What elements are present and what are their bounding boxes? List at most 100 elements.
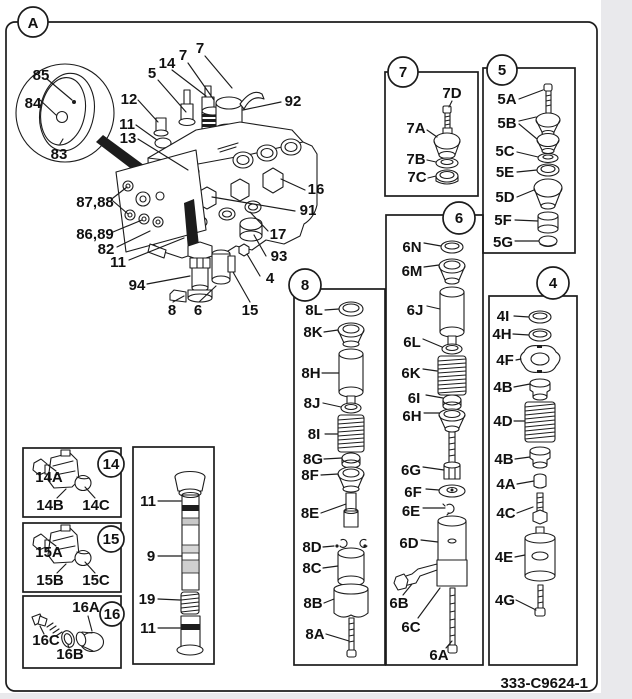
label-16B: 16B bbox=[56, 646, 84, 663]
label-7D: 7D bbox=[442, 85, 461, 102]
label-6B: 6B bbox=[389, 595, 408, 612]
end-cover-82 bbox=[115, 149, 207, 259]
label-8F: 8F bbox=[301, 467, 319, 484]
drawing-number: 333-C9624-1 bbox=[500, 675, 588, 692]
label-4A: 4A bbox=[496, 476, 515, 493]
sheet-label-text: A bbox=[28, 15, 39, 32]
label-15B: 15B bbox=[36, 572, 64, 589]
label-11-bottom: 11 bbox=[140, 620, 156, 637]
label-6G: 6G bbox=[401, 462, 421, 479]
label-5C: 5C bbox=[495, 143, 514, 160]
callout-86-89: 86,89 bbox=[76, 226, 114, 243]
detail-box-6: 6 6N bbox=[385, 201, 484, 666]
label-15A: 15A bbox=[35, 544, 63, 561]
label-8L: 8L bbox=[305, 302, 323, 319]
label-6A: 6A bbox=[429, 647, 448, 664]
callout-11a: 11 bbox=[119, 116, 135, 133]
callout-8: 8 bbox=[168, 302, 176, 319]
label-8G: 8G bbox=[303, 451, 323, 468]
callout-15: 15 bbox=[242, 302, 259, 319]
box4-ref: 4 bbox=[549, 275, 558, 292]
callout-13: 13 bbox=[120, 130, 137, 147]
detail-box-5: 5 5A 5B 5C 5E 5D 5F 5G bbox=[482, 54, 576, 254]
detail-box-15: 15 15A 15B 15C bbox=[22, 522, 125, 593]
main-leader-lines bbox=[112, 55, 306, 303]
callout-94: 94 bbox=[129, 277, 146, 294]
label-16C: 16C bbox=[32, 632, 60, 649]
label-8H: 8H bbox=[301, 365, 320, 382]
label-15C: 15C bbox=[82, 572, 110, 589]
label-19: 19 bbox=[139, 591, 156, 608]
callout-85: 85 bbox=[33, 67, 50, 84]
detail-box-spool: 11 9 19 11 bbox=[132, 446, 215, 665]
label-11-top: 11 bbox=[140, 493, 156, 510]
callout-92: 92 bbox=[285, 93, 302, 110]
label-4I: 4I bbox=[497, 308, 510, 325]
callout-84: 84 bbox=[25, 95, 42, 112]
label-4C: 4C bbox=[496, 505, 515, 522]
box14-ref: 14 bbox=[103, 456, 120, 473]
label-4B-2: 4B bbox=[494, 451, 513, 468]
callout-83: 83 bbox=[51, 146, 68, 163]
label-6J: 6J bbox=[407, 302, 424, 319]
callout-91: 91 bbox=[300, 202, 317, 219]
disc-hole bbox=[55, 110, 69, 124]
label-8K: 8K bbox=[303, 324, 322, 341]
label-5E: 5E bbox=[496, 164, 514, 181]
detail-box-8: 8 8L 8K 8H bbox=[288, 268, 386, 666]
label-5B: 5B bbox=[497, 115, 516, 132]
callout-5: 5 bbox=[148, 65, 156, 82]
callout-17: 17 bbox=[270, 226, 287, 243]
drawing-frame bbox=[5, 21, 598, 692]
label-6C: 6C bbox=[401, 619, 420, 636]
box6-ref: 6 bbox=[455, 210, 463, 227]
label-6H: 6H bbox=[402, 408, 421, 425]
box15-ref: 15 bbox=[103, 531, 120, 548]
label-16A: 16A bbox=[72, 599, 100, 616]
label-6K: 6K bbox=[401, 365, 420, 382]
label-4F: 4F bbox=[496, 352, 514, 369]
label-8I: 8I bbox=[308, 426, 321, 443]
label-6L: 6L bbox=[403, 334, 421, 351]
callout-11b: 11 bbox=[110, 254, 126, 271]
label-14A: 14A bbox=[35, 469, 63, 486]
spring-16 bbox=[46, 622, 63, 637]
label-4E: 4E bbox=[495, 549, 513, 566]
label-6N: 6N bbox=[402, 239, 421, 256]
callout-82: 82 bbox=[98, 241, 115, 258]
label-14C: 14C bbox=[82, 497, 110, 514]
callout-12: 12 bbox=[121, 91, 138, 108]
label-6E: 6E bbox=[402, 503, 420, 520]
lobed-plate-4F bbox=[519, 345, 561, 373]
label-4D: 4D bbox=[493, 413, 512, 430]
label-5A: 5A bbox=[497, 91, 516, 108]
label-7C: 7C bbox=[407, 169, 426, 186]
callout-7b: 7 bbox=[196, 40, 204, 57]
label-4H: 4H bbox=[492, 326, 511, 343]
label-4G: 4G bbox=[495, 592, 515, 609]
label-8C: 8C bbox=[302, 560, 321, 577]
detail-box-4: 4 4I 4H 4F 4B 4D 4B bbox=[488, 266, 578, 666]
label-8D: 8D bbox=[302, 539, 321, 556]
label-6F: 6F bbox=[404, 484, 422, 501]
label-9: 9 bbox=[147, 548, 155, 565]
box8-ref: 8 bbox=[301, 277, 309, 294]
label-6D: 6D bbox=[399, 535, 418, 552]
top-bracket bbox=[239, 91, 265, 110]
dark-wedge-11 bbox=[184, 199, 199, 250]
label-8B: 8B bbox=[303, 595, 322, 612]
callout-6: 6 bbox=[194, 302, 202, 319]
callout-14: 14 bbox=[159, 55, 176, 72]
box16-ref: 16 bbox=[104, 606, 121, 623]
label-7A: 7A bbox=[406, 120, 425, 137]
label-6M: 6M bbox=[402, 263, 423, 280]
callout-16: 16 bbox=[308, 181, 325, 198]
label-5F: 5F bbox=[494, 212, 512, 229]
callout-7a: 7 bbox=[179, 47, 187, 64]
main-valve-assembly: 5 14 7 7 12 11 13 92 16 91 17 93 4 94 8 … bbox=[76, 40, 324, 319]
scan-margin-right bbox=[601, 0, 632, 699]
sheet-label: A bbox=[17, 6, 49, 38]
label-7B: 7B bbox=[406, 151, 425, 168]
